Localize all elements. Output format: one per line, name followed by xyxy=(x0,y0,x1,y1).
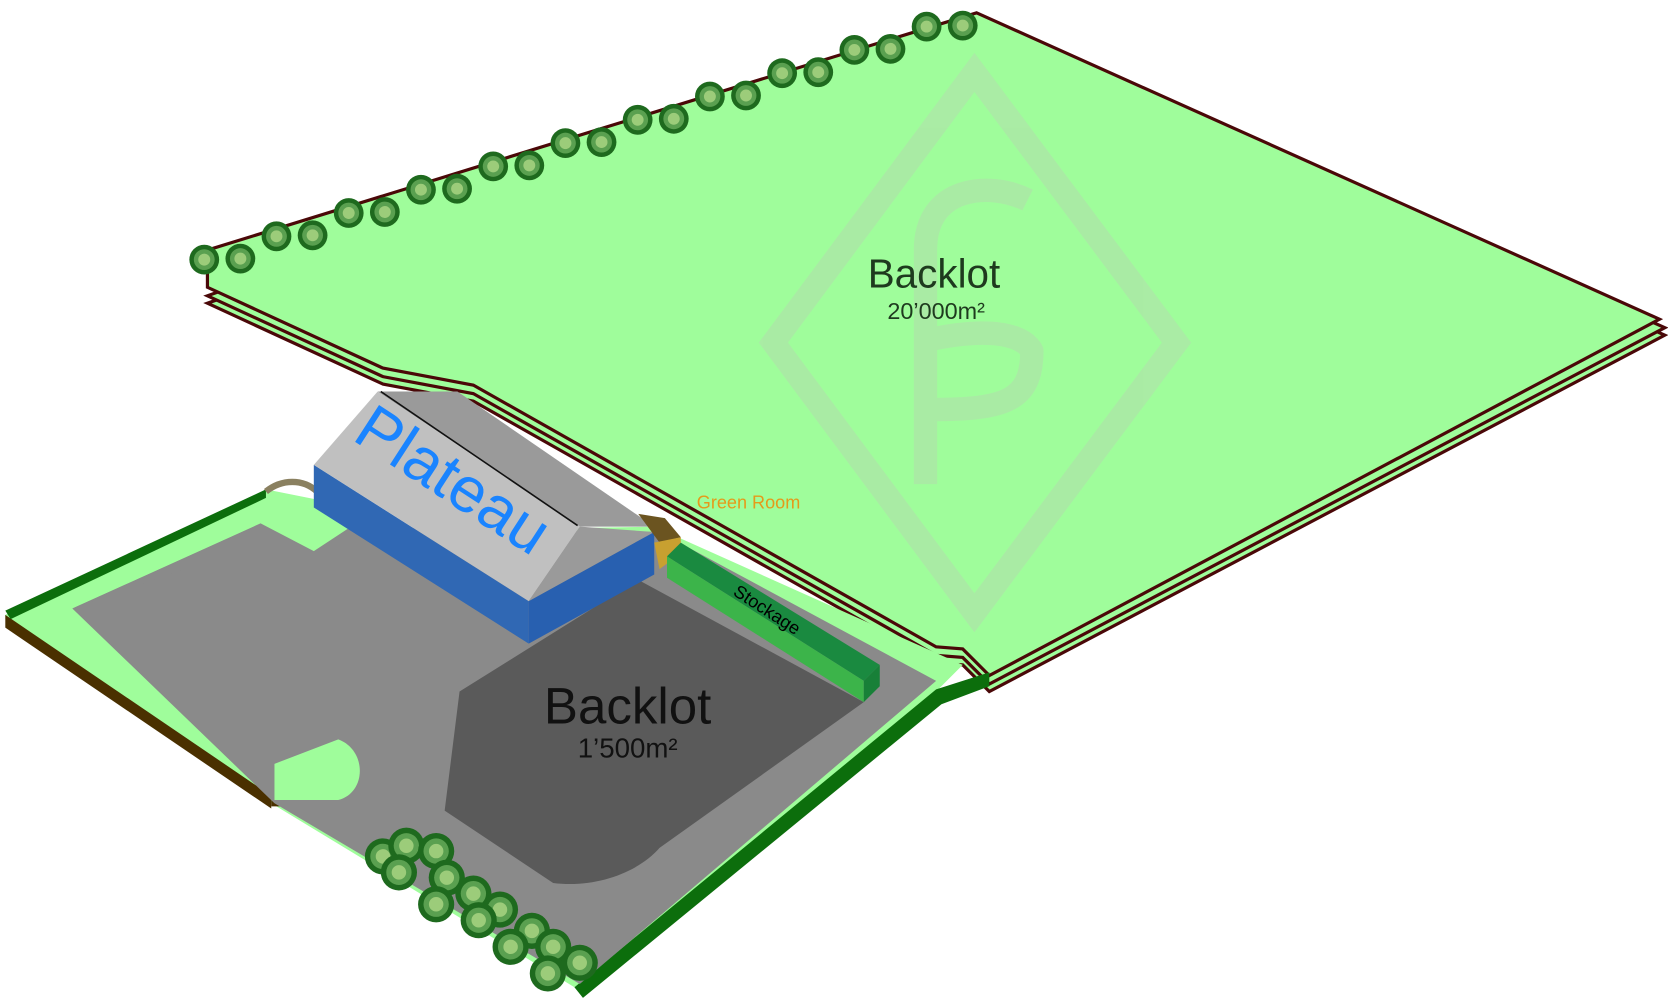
tree-icon xyxy=(524,923,540,939)
tree-icon xyxy=(466,886,481,901)
tree-icon xyxy=(471,912,486,928)
tree-icon xyxy=(776,67,789,80)
green-room-label: Green Room xyxy=(697,493,801,513)
tree-icon xyxy=(667,112,680,125)
tree-icon xyxy=(523,159,536,172)
tree-icon xyxy=(414,183,427,196)
tree-icon xyxy=(378,206,391,218)
tree-cluster-bottom xyxy=(364,827,598,992)
tree-icon xyxy=(920,20,933,33)
tree-icon xyxy=(487,160,500,173)
plateau-building: Plateau xyxy=(313,390,655,644)
tree-icon xyxy=(391,865,407,880)
tree-icon xyxy=(848,43,861,56)
tree-icon xyxy=(451,182,464,195)
green-room-building: Green Room xyxy=(638,493,800,570)
tree-icon xyxy=(572,955,587,971)
tree-icon xyxy=(545,939,561,955)
tree-icon xyxy=(631,113,644,126)
small-backlot-name: Backlot xyxy=(544,677,711,734)
large-backlot-name: Backlot xyxy=(868,250,1001,296)
tree-icon xyxy=(703,90,716,103)
hedge-bottom xyxy=(574,672,990,998)
tree-icon xyxy=(740,89,752,102)
tree-icon xyxy=(428,843,444,859)
lower-lot xyxy=(5,478,990,998)
tree-icon xyxy=(270,230,283,243)
tree-line-top xyxy=(189,10,978,275)
tree-icon xyxy=(439,870,455,885)
tree-icon xyxy=(198,253,211,266)
large-backlot-area: 20’000m² xyxy=(887,298,985,324)
tree-icon xyxy=(812,66,825,79)
tree-icon xyxy=(956,19,969,32)
tree-icon xyxy=(595,136,608,149)
tree-icon xyxy=(884,42,897,55)
tree-icon xyxy=(559,137,572,150)
small-backlot-area: 1’500m² xyxy=(578,732,678,763)
tree-icon xyxy=(306,229,319,242)
tree-icon xyxy=(503,939,518,955)
tree-icon xyxy=(492,902,508,917)
tree-icon xyxy=(342,207,355,219)
tree-icon xyxy=(399,838,414,853)
tree-icon xyxy=(234,252,247,265)
watermark-logo xyxy=(758,52,1192,633)
small-backlot-area xyxy=(444,579,864,885)
tree-icon xyxy=(428,897,444,912)
tree-icon xyxy=(540,966,556,981)
